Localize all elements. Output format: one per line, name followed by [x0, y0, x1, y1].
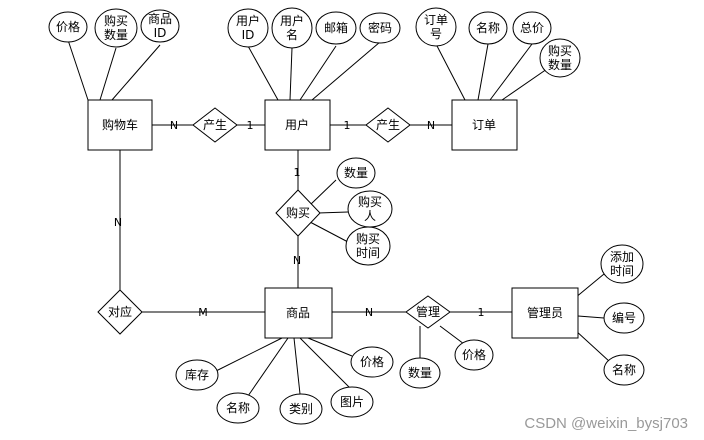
connector-lines	[67, 39, 611, 397]
attribute-product-1: 名称	[216, 392, 260, 424]
attribute-admin-0-line-0: 添加	[610, 250, 634, 264]
attribute-admin-2: 名称	[603, 354, 645, 386]
attribute-user-0-line-0: 用户	[236, 13, 260, 28]
attribute-order-2: 总价	[512, 11, 552, 45]
entity-product: 商品	[264, 287, 333, 339]
cardinality-user-purchase: 1	[294, 166, 301, 179]
entity-order-label: 订单	[472, 118, 496, 132]
attribute-order-0: 订单号	[415, 7, 457, 47]
entity-user: 用户	[264, 99, 331, 151]
attribute-product-2-line-0: 类别	[289, 402, 313, 416]
attribute-order-0-line-1: 号	[430, 27, 442, 41]
attribute-user-0-line-1: ID	[242, 28, 255, 42]
entity-order: 订单	[451, 99, 518, 151]
attribute-purchase-0-line-0: 数量	[344, 165, 368, 180]
attribute-cart-2-line-1: ID	[154, 26, 167, 40]
attribute-order-1-line-0: 名称	[476, 20, 500, 35]
attribute-cart-0-line-0: 价格	[56, 19, 80, 34]
attribute-user-3-line-0: 密码	[368, 20, 392, 35]
attribute-product-4: 价格	[350, 346, 394, 378]
attribute-product-4-line-0: 价格	[360, 354, 384, 369]
relationship-purchase: 购买	[275, 189, 321, 237]
attribute-order-2-line-0: 总价	[520, 21, 544, 35]
attribute-user-2-line-0: 邮箱	[324, 20, 348, 35]
attribute-cart-0: 价格	[48, 11, 88, 43]
attribute-manage-1-line-0: 价格	[462, 347, 486, 362]
watermark: CSDN @weixin_bysj703	[524, 415, 688, 432]
relationship-correspond: 对应	[97, 289, 143, 335]
cardinality-product-manage: N	[365, 306, 373, 319]
attribute-user-1: 用户名	[271, 7, 313, 49]
attribute-purchase-2-line-1: 时间	[356, 246, 380, 260]
attribute-cart-1-line-0: 购买	[104, 13, 128, 28]
attribute-purchase-2-line-0: 购买	[356, 231, 380, 246]
cardinality-cart-correspond: N	[114, 216, 122, 229]
relationship-produce-cart: 产生	[192, 107, 238, 143]
relationship-manage-label: 管理	[416, 304, 440, 319]
entity-product-label: 商品	[286, 305, 310, 320]
entity-cart-label: 购物车	[102, 117, 138, 132]
attribute-user-1-line-1: 名	[286, 27, 298, 42]
attribute-manage-0: 数量	[399, 357, 441, 389]
attribute-purchase-1-line-1: 人	[364, 209, 376, 223]
entity-admin-label: 管理员	[527, 305, 563, 320]
relationship-produce-cart-label: 产生	[203, 118, 227, 132]
cardinality-produce-order: N	[427, 119, 435, 132]
attribute-product-2: 类别	[279, 393, 323, 425]
attribute-product-1-line-0: 名称	[226, 400, 250, 415]
cardinality-purchase-product: N	[293, 254, 301, 267]
entity-user-label: 用户	[285, 117, 309, 132]
attribute-manage-1: 价格	[454, 339, 494, 371]
cardinality-produce-user: 1	[247, 119, 254, 132]
attribute-order-0-line-0: 订单	[424, 13, 448, 27]
attribute-admin-1: 编号	[603, 302, 645, 334]
entity-cart: 购物车	[87, 99, 153, 151]
attribute-order-3-line-1: 数量	[548, 57, 572, 72]
relationship-manage: 管理	[405, 295, 451, 329]
attribute-order-1: 名称	[468, 11, 508, 45]
attribute-user-2: 邮箱	[315, 11, 357, 45]
attribute-product-0: 库存	[175, 359, 219, 391]
attribute-order-3-line-0: 购买	[548, 43, 572, 58]
attribute-cart-1-line-1: 数量	[104, 27, 128, 42]
relationship-produce-order: 产生	[365, 107, 411, 143]
cardinality-correspond-product: M	[198, 306, 208, 319]
attribute-purchase-1: 购买人	[347, 190, 393, 228]
attribute-user-3: 密码	[359, 12, 401, 44]
attribute-admin-0-line-1: 时间	[610, 264, 634, 278]
relationship-purchase-label: 购买	[286, 205, 310, 220]
cardinality-cart-produce: N	[170, 119, 178, 132]
attribute-purchase-1-line-0: 购买	[358, 194, 382, 209]
attribute-product-0-line-0: 库存	[185, 367, 209, 382]
entity-admin: 管理员	[511, 287, 579, 339]
attribute-product-3-line-0: 图片	[340, 395, 364, 409]
cardinality-user-produce: 1	[344, 119, 351, 132]
relationship-correspond-label: 对应	[108, 304, 132, 319]
attribute-user-1-line-0: 用户	[280, 13, 304, 28]
attribute-purchase-0: 数量	[336, 157, 376, 189]
attribute-admin-2-line-0: 名称	[612, 362, 636, 377]
relationship-produce-order-label: 产生	[376, 118, 400, 132]
attribute-admin-1-line-0: 编号	[612, 310, 636, 325]
attribute-manage-0-line-0: 数量	[408, 365, 432, 380]
attribute-product-3: 图片	[330, 386, 374, 418]
cardinality-manage-admin: 1	[478, 306, 485, 319]
attribute-cart-2-line-0: 商品	[148, 11, 172, 26]
attribute-ellipses: 价格购买数量商品ID用户ID用户名邮箱密码订单号名称总价购买数量数量购买人购买时…	[48, 7, 645, 425]
